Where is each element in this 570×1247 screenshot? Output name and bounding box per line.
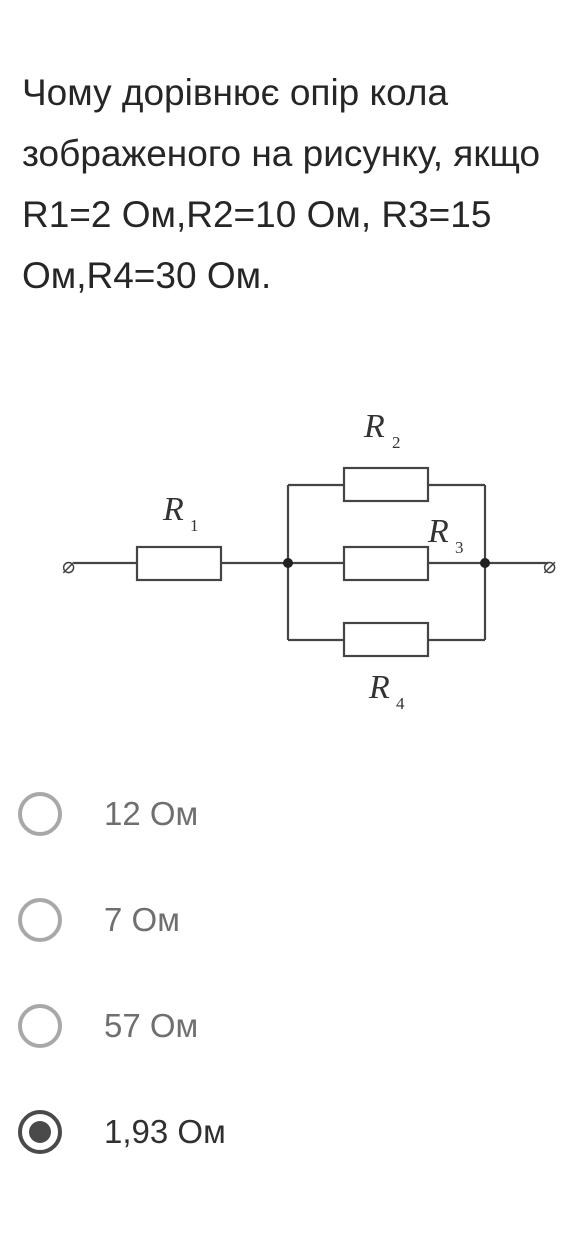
terminal-left-icon: ⌀ xyxy=(62,554,75,579)
option-1[interactable]: 12 Ом xyxy=(18,784,538,844)
circuit-diagram: ⌀ ⌀ R 1 R 2 R 3 R 4 xyxy=(62,408,556,713)
resistor-r4 xyxy=(342,621,430,658)
label-r4-sub: 4 xyxy=(396,694,405,713)
option-label: 12 Ом xyxy=(104,795,199,832)
resistor-r3 xyxy=(342,545,430,582)
option-label: 1,93 Ом xyxy=(104,1113,226,1150)
label-r2: R xyxy=(363,408,385,445)
option-label: 57 Ом xyxy=(104,1007,199,1044)
junction-right xyxy=(480,558,490,568)
radio-dot xyxy=(29,1121,51,1143)
option-2[interactable]: 7 Ом xyxy=(18,890,538,950)
option-3[interactable]: 57 Ом xyxy=(18,996,538,1056)
label-r4: R xyxy=(368,669,390,706)
junction-left xyxy=(283,558,293,568)
question-text: Чому дорівнює опір кола зображеного на р… xyxy=(22,72,541,296)
radio-unchecked-icon[interactable] xyxy=(18,898,62,942)
option-label: 7 Ом xyxy=(104,901,180,938)
radio-unchecked-icon[interactable] xyxy=(18,1004,62,1048)
radio-checked-icon[interactable] xyxy=(18,1110,62,1154)
resistor-r2 xyxy=(342,466,430,503)
label-r3: R xyxy=(427,513,449,550)
terminal-right-icon: ⌀ xyxy=(543,554,556,579)
label-r3-sub: 3 xyxy=(455,538,464,557)
radio-unchecked-icon[interactable] xyxy=(18,792,62,836)
option-4[interactable]: 1,93 Ом xyxy=(18,1102,538,1162)
label-r1-sub: 1 xyxy=(190,516,199,535)
label-r1: R xyxy=(162,491,184,528)
label-r2-sub: 2 xyxy=(392,433,401,452)
resistor-r1 xyxy=(135,545,223,582)
